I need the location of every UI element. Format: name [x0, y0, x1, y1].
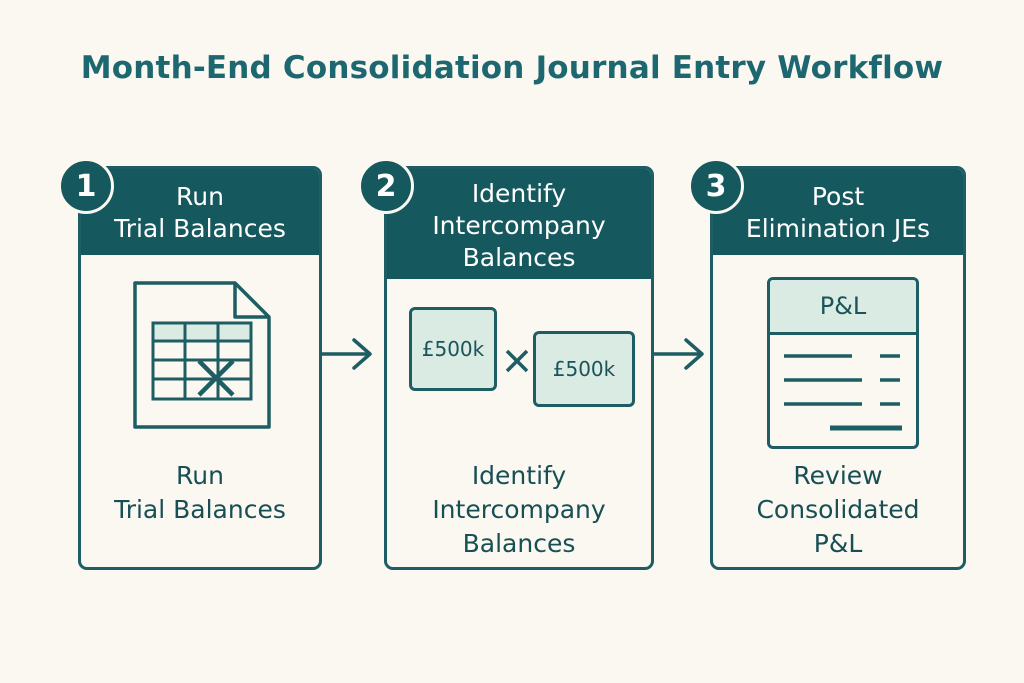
intercompany-amount-1: £500k	[409, 307, 497, 391]
step-number-badge-1: 1	[58, 158, 114, 214]
spreadsheet-file-icon	[133, 281, 271, 429]
step-number-badge-2: 2	[358, 158, 414, 214]
pl-report-label: P&L	[770, 280, 916, 335]
step-3-header-line: Post	[811, 182, 865, 211]
step-2-header-line: Identify	[471, 179, 567, 208]
step-2-caption-line: Intercompany	[432, 495, 606, 524]
step-3-header: Post Elimination JEs	[713, 169, 963, 255]
step-card-1: Run Trial Balances Run Trial Balances	[78, 166, 322, 570]
step-2-header: Identify Intercompany Balances	[387, 169, 651, 279]
step-card-3: Post Elimination JEs P&L Review Consolid…	[710, 166, 966, 570]
step-3-caption: Review Consolidated P&L	[713, 459, 963, 561]
step-2-caption-line: Identify	[471, 461, 567, 490]
step-3-caption-line: Consolidated	[756, 495, 920, 524]
mismatch-x-icon	[505, 349, 529, 373]
step-3-header-line: Elimination JEs	[745, 214, 931, 243]
diagram-title: Month-End Consolidation Journal Entry Wo…	[80, 50, 944, 86]
step-1-caption-line: Run	[176, 461, 224, 490]
step-3-caption-line: Review	[793, 461, 883, 490]
step-2-header-line: Balances	[462, 243, 576, 272]
report-lines-icon	[784, 354, 902, 431]
arrow-right-icon	[654, 338, 704, 370]
x-mark-icon	[197, 359, 235, 397]
step-1-caption-line: Trial Balances	[114, 495, 286, 524]
step-1-header-line: Run	[176, 182, 224, 211]
step-1-header: Run Trial Balances	[81, 169, 319, 255]
arrow-right-icon	[322, 338, 372, 370]
step-2-caption: Identify Intercompany Balances	[387, 459, 651, 561]
step-1-header-line: Trial Balances	[114, 214, 286, 243]
pl-report-icon: P&L	[767, 277, 919, 449]
step-1-caption: Run Trial Balances	[81, 459, 319, 527]
step-3-caption-line: P&L	[813, 529, 863, 558]
step-2-header-line: Intercompany	[432, 211, 606, 240]
step-2-caption-line: Balances	[462, 529, 576, 558]
step-number-badge-3: 3	[688, 158, 744, 214]
step-card-2: Identify Intercompany Balances £500k £50…	[384, 166, 654, 570]
intercompany-amount-2: £500k	[533, 331, 635, 407]
